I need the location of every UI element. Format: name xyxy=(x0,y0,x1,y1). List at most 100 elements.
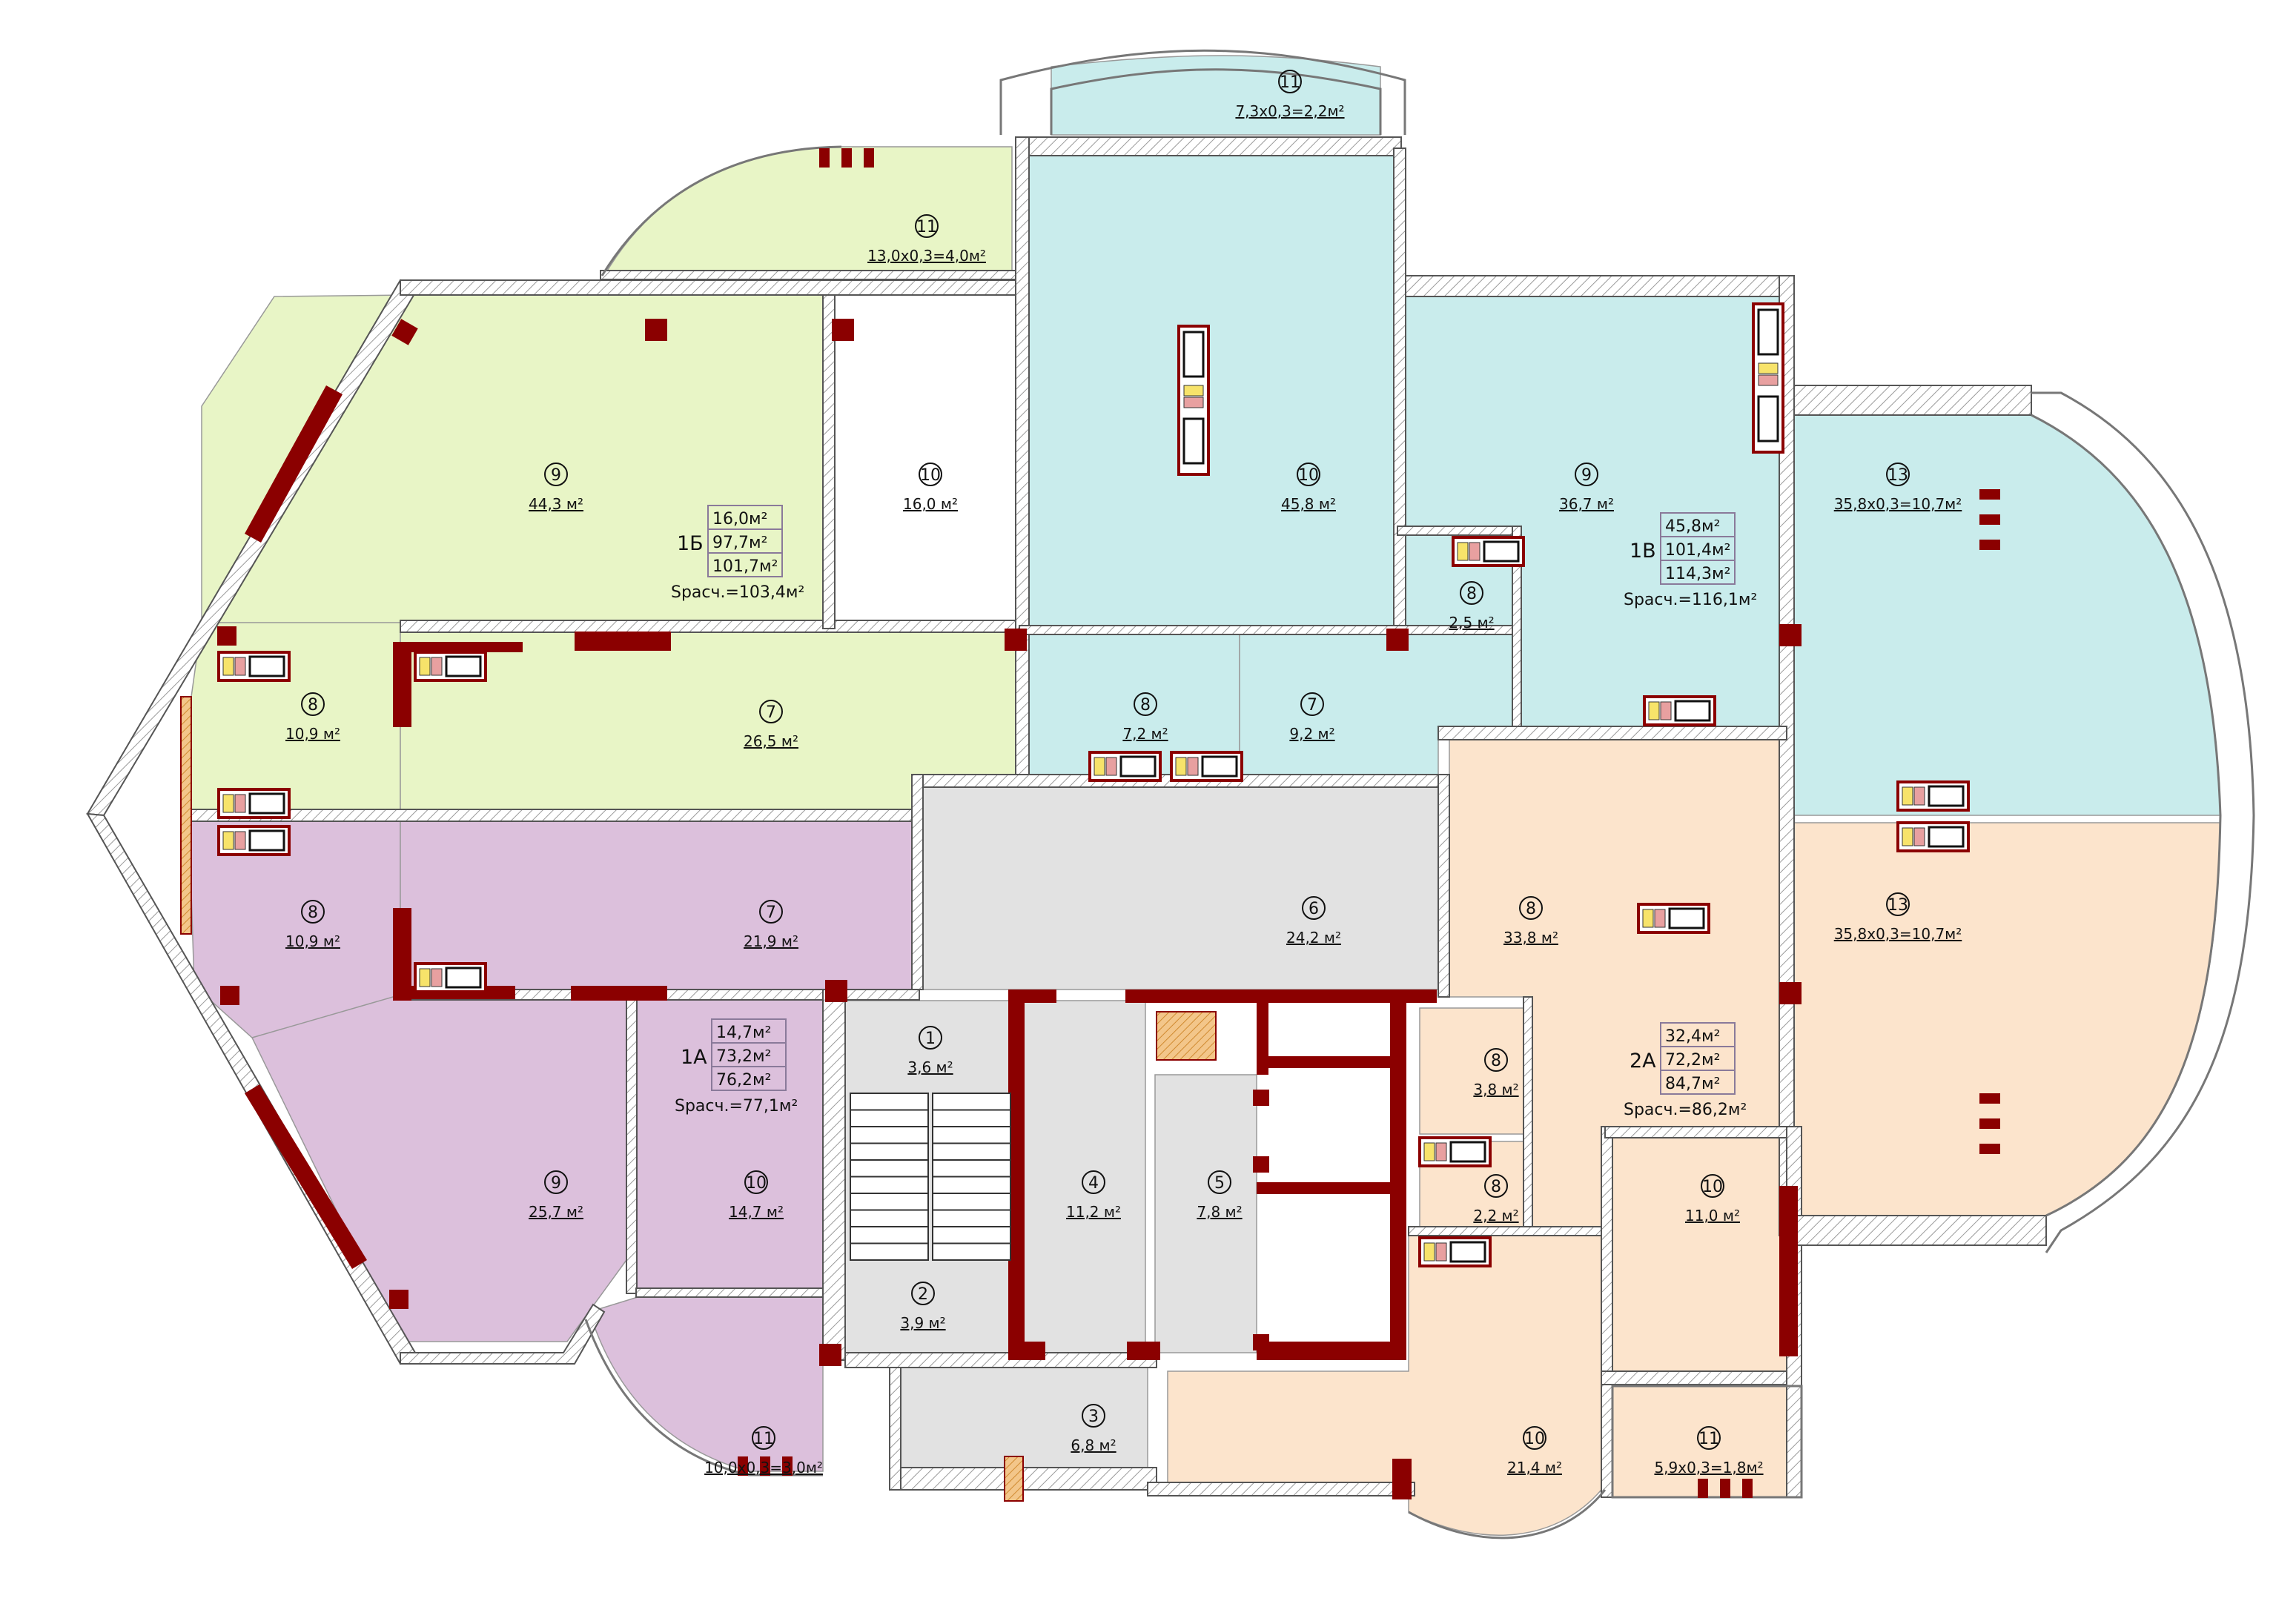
room-number-circle xyxy=(1484,1048,1508,1072)
room-number: 13 xyxy=(1888,896,1908,915)
apartment-area-a1: 16,0м² xyxy=(712,510,767,528)
vent-shaft xyxy=(1752,302,1784,454)
room-area: 7,3х0,3=2,2м² xyxy=(1235,102,1344,120)
wall-core-bottom xyxy=(844,1352,1157,1368)
room-number-circle xyxy=(1460,581,1483,605)
brick-core xyxy=(1004,1456,1024,1502)
room-area: 26,5 м² xyxy=(744,732,798,750)
apartment-area-a2: 101,4м² xyxy=(1665,541,1730,560)
room-number: 10 xyxy=(1524,1430,1545,1448)
room-number: 7 xyxy=(1307,696,1317,715)
apartment-labels: 1Б16,0м²97,7м²101,7м²Sрасч.=103,4м²1В45,… xyxy=(671,505,1757,1119)
room-area: 7,8 м² xyxy=(1197,1203,1242,1221)
wall-7-top xyxy=(393,642,523,652)
railing-top xyxy=(999,49,1406,135)
railing-top-inner xyxy=(1050,68,1382,135)
room-number: 7 xyxy=(766,904,776,922)
room-label-1a-11: 11 10,0х0,3=3,0м² xyxy=(704,1426,823,1476)
room-area: 45,8 м² xyxy=(1281,495,1336,513)
room-number: 11 xyxy=(753,1430,774,1448)
wall-interior-h2 xyxy=(400,620,1024,633)
wall-1a-v xyxy=(626,996,638,1294)
room-number-circle xyxy=(1082,1404,1105,1428)
room-label-1b-7: 726,5 м² xyxy=(744,700,798,750)
col-1 xyxy=(645,319,667,341)
room-number: 11 xyxy=(1698,1430,1719,1448)
col-left-2 xyxy=(245,1084,367,1269)
railing-post xyxy=(1979,1093,2000,1104)
fill-top-balcony xyxy=(1051,55,1381,136)
room-label-mid-7: 79,2 м² xyxy=(1289,692,1335,743)
wall-right-terrace-b xyxy=(1793,1215,2047,1246)
railing-post xyxy=(841,148,852,168)
railing-post xyxy=(1979,514,2000,525)
room-number: 11 xyxy=(916,218,937,236)
room-area: 10,9 м² xyxy=(285,932,340,950)
room-number-circle xyxy=(544,1170,568,1194)
railing-2a-bay xyxy=(1408,1489,1607,1539)
apartment-area-a2: 97,7м² xyxy=(712,534,767,552)
room-label-c-3: 36,8 м² xyxy=(1071,1404,1116,1454)
wall-interior-v3 xyxy=(1393,147,1406,638)
wall-top-1v xyxy=(1397,275,1795,297)
room-number-circle xyxy=(911,1282,935,1305)
wall-2a-right-red xyxy=(1779,1186,1798,1356)
room-number: 8 xyxy=(308,696,318,715)
room-number: 8 xyxy=(1491,1178,1501,1196)
room-area: 3,8 м² xyxy=(1473,1081,1518,1098)
vent-shaft xyxy=(1418,1236,1492,1267)
room-area: 11,2 м² xyxy=(1066,1203,1121,1221)
room-label-1b-9: 944,3 м² xyxy=(529,463,583,513)
room-number-circle xyxy=(1208,1170,1231,1194)
apartment-number: 1А xyxy=(681,1046,707,1069)
vent-shafts xyxy=(217,302,1970,1267)
railing-post xyxy=(1979,489,2000,500)
room-area: 35,8х0,3=10,7м² xyxy=(1834,495,1962,513)
apartment-number: 1Б xyxy=(677,532,704,555)
room-area: 13,0х0,3=4,0м² xyxy=(867,247,986,265)
vent-shaft xyxy=(1896,780,1970,812)
room-label-1b-8: 8 10,9 м² xyxy=(285,692,340,743)
room-number-circle xyxy=(759,700,783,723)
room-number: 8 xyxy=(1140,696,1151,715)
wall-2a-v2 xyxy=(1601,1126,1613,1498)
stair-lines xyxy=(850,1109,1010,1244)
room-area: 10,0х0,3=3,0м² xyxy=(704,1459,823,1476)
wall-2a-h2 xyxy=(1604,1126,1791,1138)
railing-post xyxy=(738,1456,748,1476)
room-number-circle xyxy=(1886,463,1910,486)
apartment-area-a3: 101,7м² xyxy=(712,557,778,576)
room-area: 10,9 м² xyxy=(285,725,340,743)
col-c1 xyxy=(1005,629,1027,651)
room-label-mid-8: 87,2 м² xyxy=(1122,692,1168,743)
wall-interior-h4 xyxy=(1397,526,1517,536)
core-shaft-bottom-l xyxy=(1008,1342,1045,1360)
col-c5 xyxy=(825,980,847,1002)
vent-shaft xyxy=(217,651,291,682)
room-label-1a-9: 925,7 м² xyxy=(529,1170,583,1221)
col-c8 xyxy=(1253,1090,1269,1106)
col-2 xyxy=(832,319,854,341)
room-number-circle xyxy=(544,463,568,486)
room-label-c-1: 13,6 м² xyxy=(907,1026,953,1076)
brick-left xyxy=(180,696,192,935)
vent-shaft xyxy=(1643,695,1716,726)
room-label-1a-8: 810,9 м² xyxy=(285,900,340,950)
col-left-1 xyxy=(245,385,343,543)
wall-7-top-b xyxy=(575,632,671,651)
wall-2a-h1 xyxy=(1408,1226,1609,1236)
room-number-circle xyxy=(752,1426,775,1450)
room-area: 16,0 м² xyxy=(903,495,958,513)
col-4 xyxy=(217,626,236,646)
fill-2a-10 xyxy=(1612,1137,1787,1372)
wall-interior-h3 xyxy=(1019,625,1517,635)
room-area: 35,8х0,3=10,7м² xyxy=(1834,925,1962,943)
wall-interior-v1 xyxy=(822,294,836,629)
wall-1a-top xyxy=(393,908,411,1001)
fill-mid-10 xyxy=(1028,155,1398,632)
room-area: 21,9 м² xyxy=(744,932,798,950)
